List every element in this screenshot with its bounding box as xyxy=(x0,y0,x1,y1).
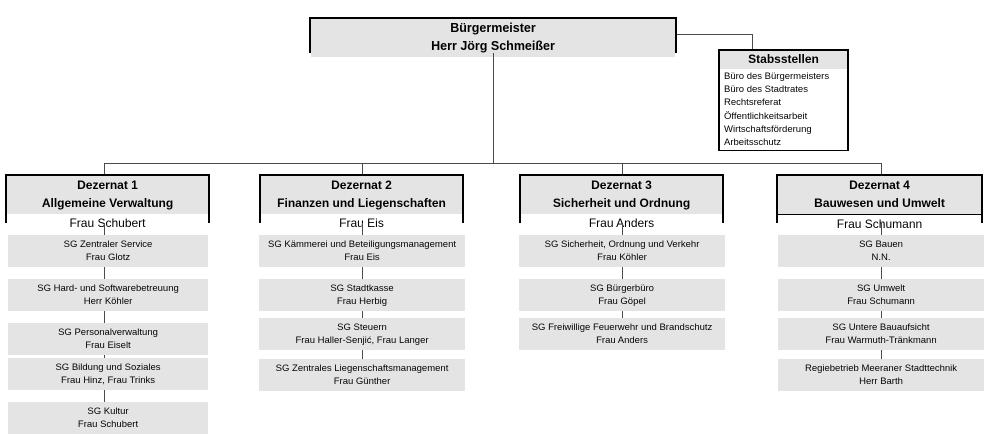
unit-title: SG Bauen xyxy=(859,239,903,250)
unit-title: SG Steuern xyxy=(337,322,387,333)
unit-box[interactable]: SG Bauen N.N. xyxy=(778,235,984,267)
dezernat-1-number: Dezernat 1 xyxy=(7,176,208,196)
dezernat-1-person: Frau Schubert xyxy=(7,214,208,233)
unit-title: SG Hard- und Softwarebetreuung xyxy=(37,283,179,294)
unit-person: Frau Köhler xyxy=(597,252,647,263)
unit-box[interactable]: SG Zentraler Service Frau Glotz xyxy=(8,235,208,267)
dezernat-4-person: Frau Schumann xyxy=(778,214,981,234)
dezernat-3-number: Dezernat 3 xyxy=(521,176,722,196)
connector-d4-unit-2 xyxy=(881,267,882,279)
unit-person: Frau Anders xyxy=(596,335,648,346)
connector-d1-unit-5 xyxy=(104,390,105,402)
dezernat-2-number: Dezernat 2 xyxy=(261,176,462,196)
list-item: Büro des Stadtrates xyxy=(724,84,808,96)
connector-d3-unit-3 xyxy=(622,311,623,323)
unit-title: SG Umwelt xyxy=(856,283,906,294)
dezernat-3-name: Sicherheit und Ordnung xyxy=(521,196,722,214)
connector-drop-dezernat-1 xyxy=(104,163,105,174)
connector-d1-unit-2 xyxy=(104,267,105,279)
connector-d2-unit-3 xyxy=(362,311,363,323)
connector-d2-unit-4 xyxy=(362,350,363,362)
stabsstellen-list: Büro des Bürgermeisters Büro des Stadtra… xyxy=(720,69,847,151)
unit-person: Frau Herbig xyxy=(336,296,388,307)
unit-person: N.N. xyxy=(871,252,891,263)
unit-box[interactable]: SG Zentrales Liegenschaftsmanagement Fra… xyxy=(259,359,465,391)
unit-title: SG Zentrales Liegenschaftsmanagement xyxy=(275,363,449,374)
unit-person: Frau Eis xyxy=(344,252,380,263)
node-dezernat-2[interactable]: Dezernat 2 Finanzen und Liegenschaften F… xyxy=(259,174,464,233)
node-dezernat-3[interactable]: Dezernat 3 Sicherheit und Ordnung Frau A… xyxy=(519,174,724,233)
connector-d2-unit-1 xyxy=(362,223,363,235)
unit-box[interactable]: SG Steuern Frau Haller-Senjić, Frau Lang… xyxy=(259,318,465,350)
dezernat-2-person: Frau Eis xyxy=(261,214,462,233)
connector-d1-unit-1 xyxy=(104,223,105,235)
unit-box[interactable]: SG Freiwillige Feuerwehr und Brandschutz… xyxy=(519,318,725,350)
unit-box[interactable]: SG Kultur Frau Schubert xyxy=(8,402,208,434)
list-item: Öffentlichkeitsarbeit xyxy=(724,110,808,122)
unit-person: Herr Köhler xyxy=(83,296,133,307)
unit-title: SG Freiwillige Feuerwehr und Brandschutz xyxy=(531,322,713,333)
node-dezernat-1[interactable]: Dezernat 1 Allgemeine Verwaltung Frau Sc… xyxy=(5,174,210,233)
unit-box[interactable]: SG Kämmerei und Beteiligungsmanagement F… xyxy=(259,235,465,267)
connector-d2-unit-2 xyxy=(362,267,363,279)
unit-title: SG Stadtkasse xyxy=(330,283,394,294)
unit-title: SG Untere Bauaufsicht xyxy=(832,322,930,333)
unit-person: Frau Eiselt xyxy=(85,340,131,351)
unit-person: Herr Barth xyxy=(859,376,903,387)
unit-person: Frau Warmuth-Tränkmann xyxy=(825,335,937,346)
unit-person: Frau Göpel xyxy=(598,296,646,307)
unit-box[interactable]: SG Bildung und Soziales Frau Hinz, Frau … xyxy=(8,358,208,390)
node-stabsstellen[interactable]: Stabsstellen Büro des Bürgermeisters Bür… xyxy=(718,49,849,151)
unit-person: Frau Haller-Senjić, Frau Langer xyxy=(295,335,429,346)
node-dezernat-4[interactable]: Dezernat 4 Bauwesen und Umwelt Frau Schu… xyxy=(776,174,983,234)
stabsstellen-title: Stabsstellen xyxy=(720,51,847,69)
list-item: Arbeitsschutz xyxy=(724,137,782,149)
list-item: Rechtsreferat xyxy=(724,97,782,109)
unit-person: Frau Schubert xyxy=(77,419,139,430)
connector-d3-unit-1 xyxy=(622,223,623,235)
dezernat-3-person: Frau Anders xyxy=(521,214,722,233)
unit-box[interactable]: SG Umwelt Frau Schumann xyxy=(778,279,984,311)
unit-person: Frau Günther xyxy=(333,376,391,387)
dezernat-2-name: Finanzen und Liegenschaften xyxy=(261,196,462,214)
unit-title: SG Kultur xyxy=(87,406,129,417)
unit-person: Frau Hinz, Frau Trinks xyxy=(61,375,155,386)
unit-box[interactable]: SG Bürgerbüro Frau Göpel xyxy=(519,279,725,311)
unit-person: Frau Glotz xyxy=(85,252,131,263)
unit-title: SG Bildung und Soziales xyxy=(55,362,161,373)
dezernat-1-name: Allgemeine Verwaltung xyxy=(7,196,208,214)
connector-drop-dezernat-2 xyxy=(362,163,363,174)
unit-box[interactable]: SG Stadtkasse Frau Herbig xyxy=(259,279,465,311)
connector-d3-unit-2 xyxy=(622,267,623,279)
connector-d4-unit-1 xyxy=(881,223,882,235)
node-buergermeister[interactable]: Bürgermeister Herr Jörg Schmeißer xyxy=(309,17,677,57)
connector-trunk-vertical xyxy=(493,53,494,163)
connector-d1-unit-3 xyxy=(104,311,105,323)
unit-box[interactable]: Regiebetrieb Meeraner Stadttechnik Herr … xyxy=(778,359,984,391)
list-item: Büro des Bürgermeisters xyxy=(724,71,830,82)
unit-title: SG Kämmerei und Beteiligungsmanagement xyxy=(268,239,456,250)
unit-title: Regiebetrieb Meeraner Stadttechnik xyxy=(804,363,958,374)
unit-box[interactable]: SG Hard- und Softwarebetreuung Herr Köhl… xyxy=(8,279,208,311)
unit-box[interactable]: SG Sicherheit, Ordnung und Verkehr Frau … xyxy=(519,235,725,267)
dezernat-4-number: Dezernat 4 xyxy=(778,176,981,196)
unit-person: Frau Schumann xyxy=(847,296,915,307)
buergermeister-title: Bürgermeister xyxy=(311,19,675,39)
buergermeister-person: Herr Jörg Schmeißer xyxy=(311,39,675,57)
unit-title: SG Zentraler Service xyxy=(63,239,153,250)
connector-bm-to-stabsstellen-vertical xyxy=(752,34,753,49)
connector-d4-unit-4 xyxy=(881,350,882,362)
connector-d4-unit-3 xyxy=(881,311,882,323)
unit-title: SG Bürgerbüro xyxy=(590,283,654,294)
list-item: Wirtschaftsförderung xyxy=(724,123,812,135)
connector-drop-dezernat-3 xyxy=(622,163,623,174)
dezernat-4-name: Bauwesen und Umwelt xyxy=(778,196,981,214)
unit-title: SG Sicherheit, Ordnung und Verkehr xyxy=(544,239,700,250)
connector-drop-dezernat-4 xyxy=(881,163,882,174)
unit-box[interactable]: SG Personalverwaltung Frau Eiselt xyxy=(8,323,208,355)
unit-box[interactable]: SG Untere Bauaufsicht Frau Warmuth-Tränk… xyxy=(778,318,984,350)
connector-bm-to-stabsstellen-horizontal xyxy=(677,34,753,35)
unit-title: SG Personalverwaltung xyxy=(58,327,158,338)
connector-distribution-bar xyxy=(104,163,882,164)
